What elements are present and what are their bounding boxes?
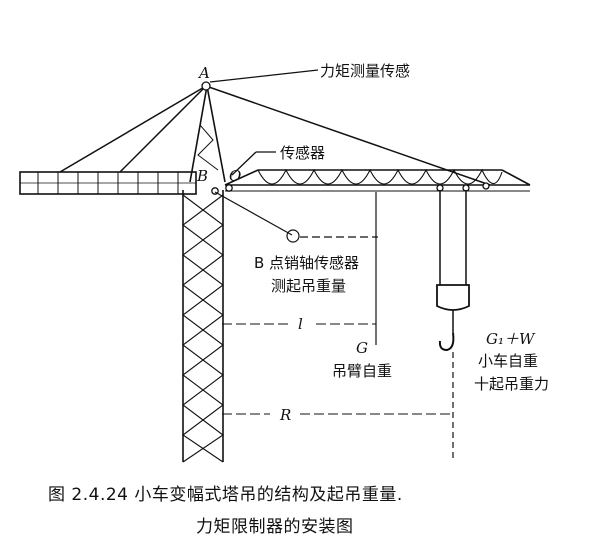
pendant-ties: [59, 85, 491, 186]
trolley-weight-label: 小车自重: [478, 352, 538, 370]
boom-weight-label: 吊臂自重: [332, 362, 392, 380]
load-formula-label: G₁＋W: [486, 330, 536, 348]
b-sensor-circle: [286, 229, 300, 243]
tower-mast: [182, 190, 224, 463]
moment-sensor-label: 力矩测量传感: [320, 62, 410, 80]
point-a-label: A: [197, 64, 210, 82]
pin-o: [225, 184, 233, 192]
b-pin-sensor-label-1: B 点销轴传感器: [254, 254, 359, 272]
tower-head: [189, 85, 226, 183]
figure-caption-line-1: 图 2.4.24 小车变幅式塔吊的结构及起吊重量.: [48, 485, 403, 505]
hook-icon: [438, 332, 455, 352]
counter-jib: [19, 171, 197, 195]
dimension-r-label: R: [279, 406, 291, 424]
figure-caption-line-2: 力矩限制器的安装图: [196, 517, 354, 537]
point-b-label: B: [196, 167, 208, 185]
lift-force-label: 十起吊重力: [474, 375, 549, 393]
b-pin-sensor-label-2: 测起吊重量: [271, 277, 346, 295]
g-label: G: [356, 339, 368, 357]
b-sensor-assembly: [214, 191, 378, 243]
pin-a: [201, 81, 211, 91]
point-o-label: O: [229, 167, 241, 185]
trolley-hoist: [436, 190, 470, 462]
main-jib: [224, 168, 531, 192]
pin-jib-3: [482, 182, 490, 190]
callout-leaders: [209, 69, 319, 176]
sensor-label: 传感器: [280, 144, 325, 162]
dimension-l-label: l: [298, 315, 303, 333]
